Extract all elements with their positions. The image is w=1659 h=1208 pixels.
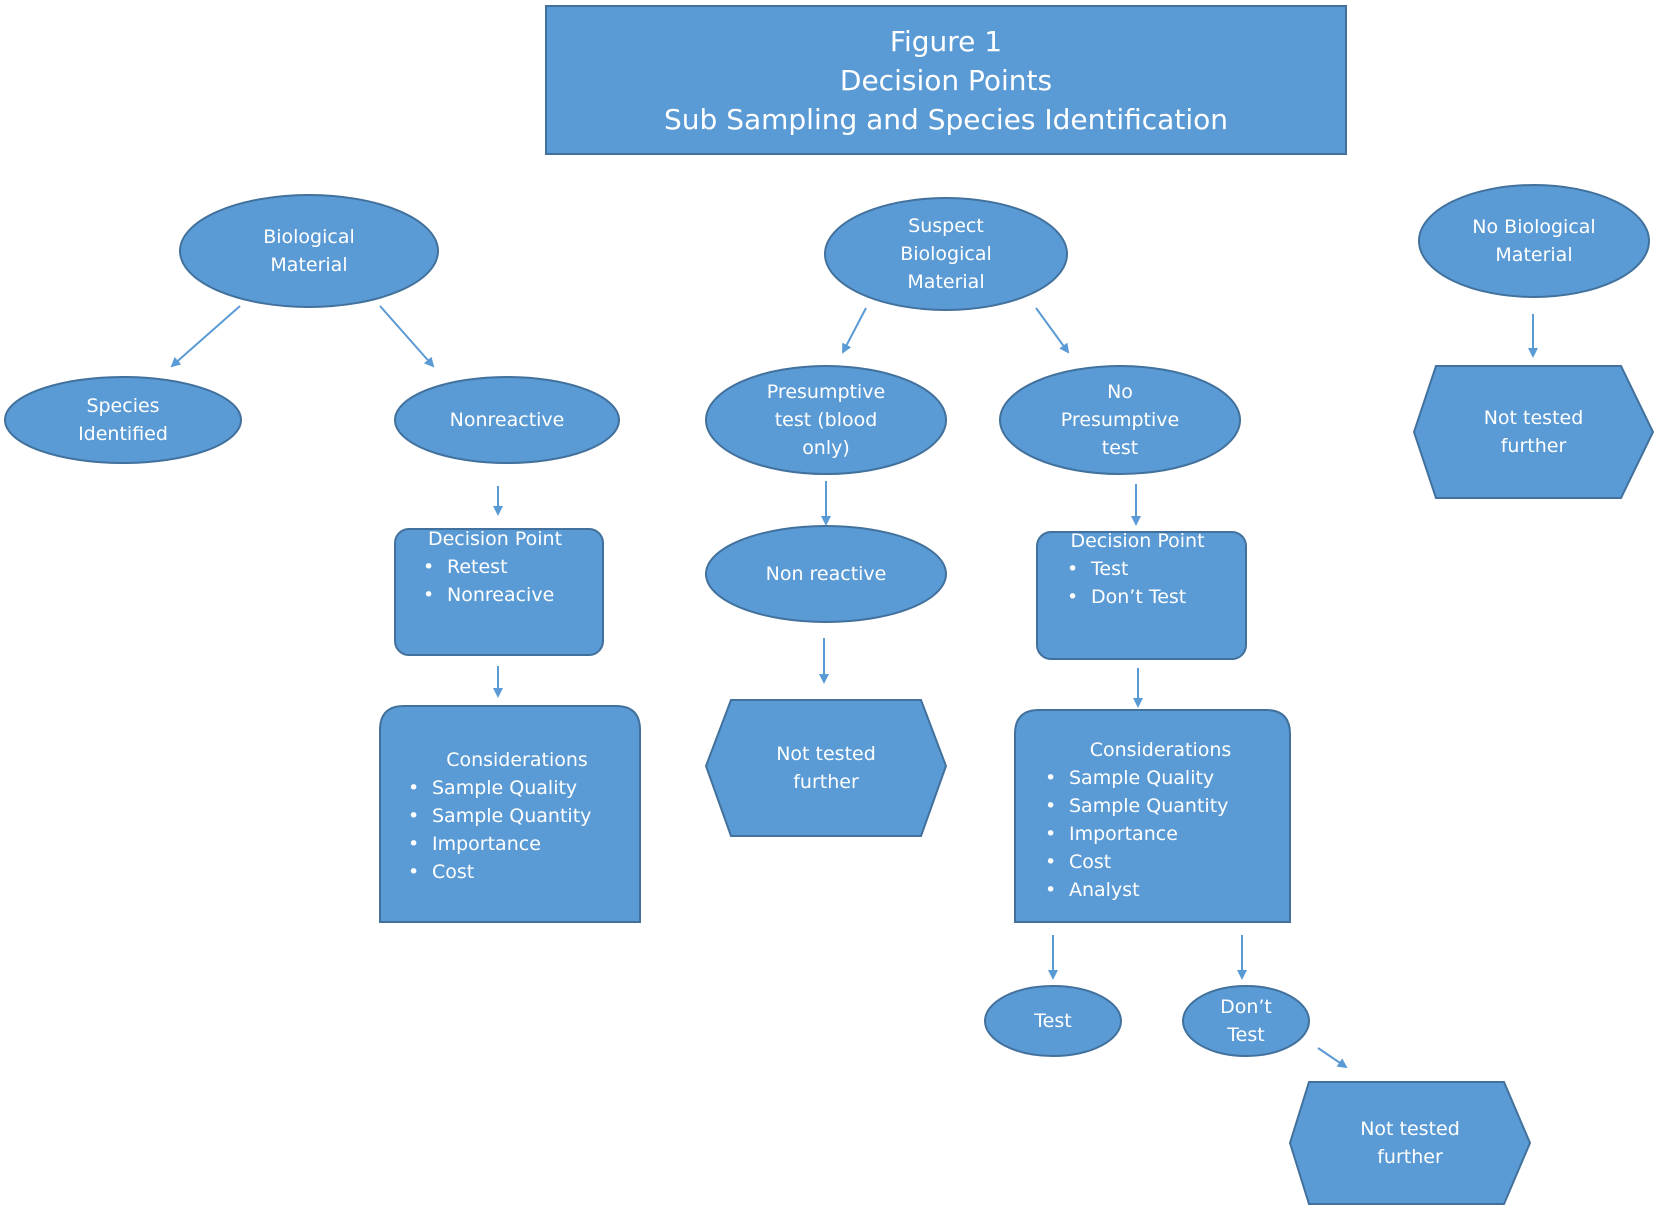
dont-test-leaf-node: [1182, 985, 1310, 1057]
not-tested-further-bottom-label: Not tested further: [1290, 1082, 1530, 1204]
node-label-line: Suspect: [908, 215, 984, 237]
decision-point-left: Decision Point Retest Nonreacive: [395, 525, 603, 655]
non-reactive-label: Non reactive: [706, 526, 946, 622]
arrow-suspect-to-presumptive: [842, 307, 867, 354]
test-leaf-node: [984, 985, 1122, 1057]
decision-point-right-heading: Decision Point: [1070, 530, 1205, 552]
figure-title: Figure 1 Decision Points Sub Sampling an…: [546, 6, 1346, 154]
figure-title-line3: Sub Sampling and Species Identification: [664, 102, 1228, 136]
no-presumptive-test-node: [999, 365, 1241, 475]
not-tested-further-middle-node: [704, 699, 948, 837]
node-label-line: Identified: [78, 423, 168, 445]
node-label-line: Test: [1227, 1024, 1265, 1046]
considerations-right-list: Sample Quality Sample Quantity Importanc…: [1039, 764, 1282, 904]
arrow-biological-to-nonreactive: [379, 305, 435, 368]
considerations-right: Considerations Sample Quality Sample Qua…: [1015, 736, 1290, 922]
arrow-dont-test-to-not-tested: [1317, 1047, 1348, 1069]
non-reactive-node: [705, 525, 947, 623]
no-biological-material-node: [1418, 184, 1650, 298]
decision-point-right: Decision Point Test Don’t Test: [1037, 527, 1246, 657]
node-label-line: Not tested: [1483, 407, 1584, 429]
not-tested-further-right-node: [1412, 365, 1655, 499]
decision-point-left-heading: Decision Point: [427, 528, 563, 550]
considerations-right-item: Sample Quantity: [1039, 792, 1282, 820]
considerations-left-heading: Considerations: [446, 749, 588, 771]
node-label-line: No: [1107, 381, 1133, 403]
considerations-left-item: Cost: [402, 858, 632, 886]
considerations-right-item: Importance: [1039, 820, 1282, 848]
node-label-line: Material: [907, 271, 985, 293]
node-label-line: further: [1377, 1146, 1443, 1168]
considerations-right-item: Analyst: [1039, 876, 1282, 904]
not-tested-further-right-label: Not tested further: [1414, 366, 1653, 498]
node-label-line: Biological: [263, 226, 355, 248]
node-label-line: test (blood: [774, 409, 878, 431]
figure-title-line2: Decision Points: [839, 63, 1053, 97]
presumptive-test-label: Presumptive test (blood only): [706, 366, 946, 474]
test-leaf-label: Test: [985, 986, 1121, 1056]
nonreactive-label: Nonreactive: [395, 377, 619, 463]
decision-point-right-list: Test Don’t Test: [1061, 555, 1238, 611]
node-label-line: Not tested: [776, 743, 876, 765]
node-label-line: No Biological: [1472, 216, 1596, 238]
node-label-line: test: [1101, 437, 1139, 459]
node-label-line: Material: [1495, 244, 1573, 266]
decision-point-left-list: Retest Nonreacive: [417, 553, 595, 609]
node-label-line: further: [793, 771, 859, 793]
considerations-right-item: Sample Quality: [1039, 764, 1282, 792]
considerations-right-heading: Considerations: [1089, 739, 1232, 761]
nonreactive-node: [394, 376, 620, 464]
node-label-line: Don’t: [1220, 996, 1272, 1018]
considerations-left-item: Sample Quality: [402, 774, 632, 802]
presumptive-test-node: [705, 365, 947, 475]
not-tested-further-middle-label: Not tested further: [706, 700, 946, 836]
node-label-line: Non reactive: [765, 563, 887, 585]
arrow-suspect-to-no-presumptive: [1035, 307, 1070, 354]
node-label-line: Presumptive: [1060, 409, 1180, 431]
decision-point-right-item: Don’t Test: [1061, 583, 1238, 611]
node-label-line: Biological: [900, 243, 992, 265]
decision-point-left-item: Nonreacive: [417, 581, 595, 609]
title-box: [545, 5, 1347, 155]
considerations-left-item: Sample Quantity: [402, 802, 632, 830]
node-label-line: only): [802, 437, 850, 459]
considerations-left-list: Sample Quality Sample Quantity Importanc…: [402, 774, 632, 886]
node-label-line: further: [1500, 435, 1567, 457]
suspect-biological-material-node: [824, 197, 1068, 311]
node-label-line: Test: [1034, 1010, 1072, 1032]
not-tested-further-bottom-node: [1288, 1081, 1532, 1205]
decision-point-left-item: Retest: [417, 553, 595, 581]
node-label-line: Material: [270, 254, 348, 276]
node-label-line: Not tested: [1360, 1118, 1460, 1140]
decision-point-right-item: Test: [1061, 555, 1238, 583]
considerations-left-item: Importance: [402, 830, 632, 858]
figure-title-line1: Figure 1: [889, 24, 1003, 58]
considerations-right-item: Cost: [1039, 848, 1282, 876]
species-identified-node: [4, 376, 242, 464]
node-label-line: Nonreactive: [449, 409, 565, 431]
node-label-line: Presumptive: [766, 381, 886, 403]
biological-material-node: [179, 194, 439, 308]
node-label-line: Species: [86, 395, 160, 417]
considerations-left: Considerations Sample Quality Sample Qua…: [380, 746, 640, 922]
arrow-biological-to-species: [170, 305, 241, 368]
